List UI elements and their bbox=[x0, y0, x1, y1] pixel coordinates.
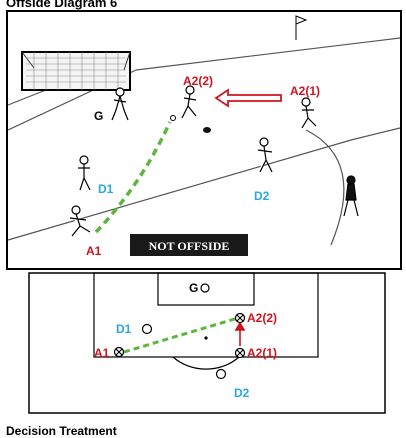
attacker-a2-position-2-marker bbox=[234, 312, 246, 324]
attacker-a1-figure bbox=[69, 205, 91, 237]
pass-line bbox=[94, 121, 172, 234]
label-a2-1: A2(1) bbox=[290, 84, 320, 98]
goalkeeper-figure bbox=[111, 87, 129, 121]
ball-start-icon bbox=[170, 115, 176, 121]
label-d2: D2 bbox=[234, 386, 250, 400]
plan-diagram: G D1 A2(2) A1 A2(1) D2 bbox=[28, 272, 386, 414]
verdict-banner bbox=[130, 234, 248, 256]
section-caption: Decision Treatment bbox=[6, 424, 117, 438]
defender-d2-marker bbox=[215, 368, 227, 380]
label-g: G bbox=[94, 109, 103, 123]
defender-d2-figure bbox=[257, 137, 273, 173]
label-d1: D1 bbox=[98, 182, 114, 196]
goalkeeper-marker bbox=[200, 283, 210, 293]
movement-arrow-icon bbox=[234, 321, 246, 346]
goal-net bbox=[21, 51, 131, 91]
attacker-a2-position-1-figure bbox=[301, 97, 317, 129]
ball-icon bbox=[203, 127, 211, 133]
penalty-arc bbox=[172, 356, 240, 370]
attacker-a2-position-1-marker bbox=[234, 347, 246, 359]
goal-area bbox=[157, 272, 255, 306]
label-a2-2: A2(2) bbox=[247, 311, 277, 325]
attacker-a1-marker bbox=[113, 346, 125, 358]
pitch-lines bbox=[7, 37, 401, 246]
label-d2: D2 bbox=[254, 189, 270, 203]
defender-d1-marker bbox=[141, 323, 153, 335]
perspective-illustration: A2(2) A2(1) G D1 D2 A1 NOT OFFSIDE bbox=[6, 10, 402, 270]
label-a1: A1 bbox=[86, 244, 102, 258]
referee-figure bbox=[343, 175, 359, 217]
defender-d1-figure bbox=[78, 155, 91, 191]
label-d1: D1 bbox=[116, 322, 132, 336]
page-title: Offside Diagram 6 bbox=[6, 0, 118, 10]
movement-arrow-icon bbox=[214, 88, 282, 108]
corner-flag-icon bbox=[295, 15, 308, 40]
label-g: G bbox=[189, 281, 198, 295]
penalty-spot bbox=[204, 336, 208, 340]
label-a1: A1 bbox=[94, 346, 110, 360]
label-a2-2: A2(2) bbox=[183, 74, 213, 88]
attacker-a2-position-2-figure bbox=[181, 85, 197, 119]
verdict-banner-text: NOT OFFSIDE bbox=[149, 239, 230, 253]
label-a2-1: A2(1) bbox=[247, 346, 277, 360]
